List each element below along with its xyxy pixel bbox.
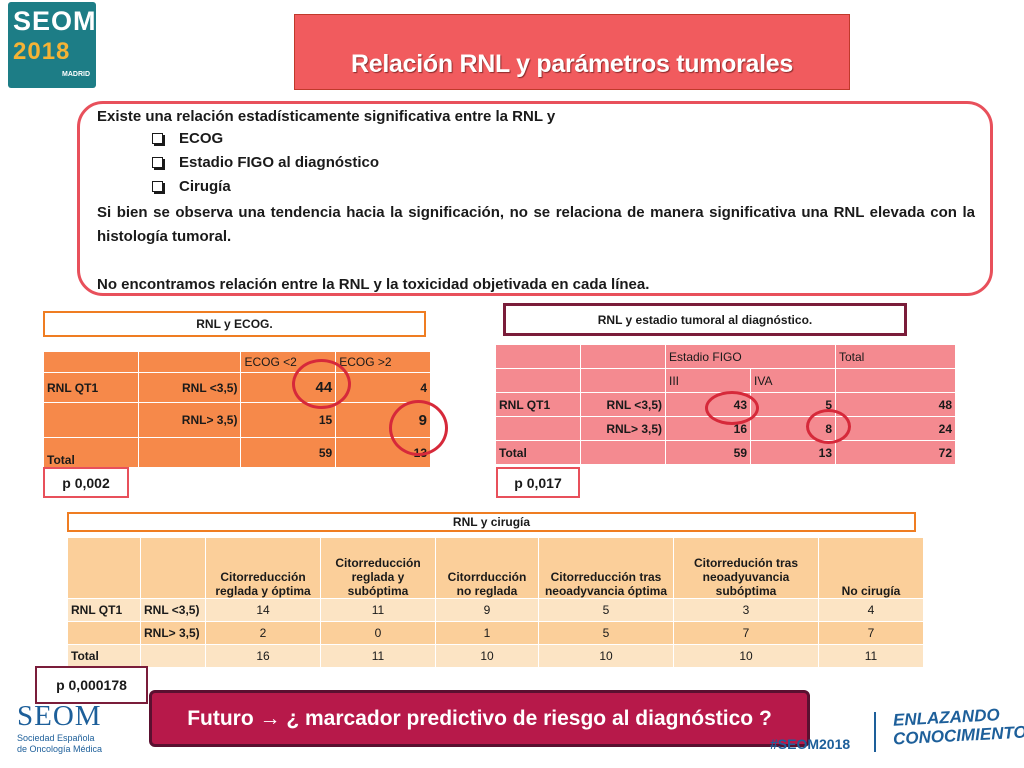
table-cell: 7 bbox=[673, 621, 819, 645]
table-row: Total 59 13 bbox=[43, 437, 431, 468]
total-label: Total bbox=[495, 440, 581, 465]
table-row: RNL> 3,5) 2 0 1 5 7 7 bbox=[67, 621, 924, 645]
table-cell: 5 bbox=[538, 621, 674, 645]
conclusion-banner: Futuro → ¿ marcador predictivo de riesgo… bbox=[149, 690, 810, 747]
table-row: Estadio FIGO Total bbox=[495, 344, 956, 369]
highlight-circle bbox=[389, 400, 448, 456]
summary-intro: Existe una relación estadísticamente sig… bbox=[97, 108, 556, 125]
seom-2018-logo: SEOM 2018 MADRID bbox=[0, 0, 130, 110]
table-cell: 48 bbox=[835, 392, 956, 417]
column-subheader: IVA bbox=[750, 368, 836, 393]
row-group-label: RNL QT1 bbox=[43, 372, 139, 403]
total-cell: 11 bbox=[818, 644, 924, 668]
table-row: RNL QT1 RNL <3,5) 44 4 bbox=[43, 372, 431, 403]
table-cell: 24 bbox=[835, 416, 956, 441]
table-cell: 5 bbox=[538, 598, 674, 622]
summary-box: Existe una relación estadísticamente sig… bbox=[77, 101, 993, 296]
seom-footer-subtitle: de Oncología Médica bbox=[17, 744, 103, 754]
cirugia-table: Citorreducción reglada y óptima Citorred… bbox=[67, 537, 924, 668]
summary-paragraph-histology: Si bien se observa una tendencia hacia l… bbox=[97, 204, 975, 245]
logo-text-year: 2018 bbox=[13, 38, 71, 65]
table-row: Citorreducción reglada y óptima Citorred… bbox=[67, 537, 924, 599]
highlight-circle bbox=[705, 391, 759, 425]
highlight-circle bbox=[806, 409, 851, 444]
figo-caption: RNL y estadio tumoral al diagnóstico. bbox=[503, 303, 907, 336]
total-cell: 72 bbox=[835, 440, 956, 465]
ecog-p-value: p 0,002 bbox=[43, 467, 129, 498]
table-row: III IVA bbox=[495, 368, 956, 393]
column-header: Total bbox=[835, 344, 956, 369]
seom-footer-subtitle: Sociedad Española bbox=[17, 733, 95, 743]
logo-background bbox=[8, 2, 96, 88]
total-cell: 59 bbox=[240, 437, 337, 468]
table-cell: 0 bbox=[320, 621, 436, 645]
table-cell: 16 bbox=[665, 416, 751, 441]
row-label: RNL <3,5) bbox=[137, 372, 242, 403]
table-row: RNL QT1 RNL <3,5) 14 11 9 5 3 4 bbox=[67, 598, 924, 622]
summary-bullet: ECOG bbox=[152, 130, 223, 147]
table-cell: 1 bbox=[435, 621, 539, 645]
event-hashtag: #SEOM2018 bbox=[770, 736, 851, 752]
column-header: Estadio FIGO bbox=[665, 344, 836, 369]
column-header: Citorredución tras neoadyuvancia subópti… bbox=[673, 537, 819, 599]
total-cell: 16 bbox=[205, 644, 321, 668]
ecog-caption: RNL y ECOG. bbox=[43, 311, 426, 337]
table-cell: 2 bbox=[205, 621, 321, 645]
column-header: ECOG >2 bbox=[335, 351, 431, 373]
total-cell: 10 bbox=[673, 644, 819, 668]
figo-p-value: p 0,017 bbox=[496, 467, 580, 498]
table-row: Total 59 13 72 bbox=[495, 440, 956, 465]
logo-text-city: MADRID bbox=[62, 71, 90, 78]
figo-table: Estadio FIGO Total III IVA RNL QT1 RNL <… bbox=[495, 344, 956, 465]
table-row: Total 16 11 10 10 10 11 bbox=[67, 644, 924, 668]
bullet-text: Cirugía bbox=[179, 178, 231, 195]
row-group-label: RNL QT1 bbox=[67, 598, 141, 622]
checkbox-bullet-icon bbox=[152, 133, 163, 144]
cirugia-p-value: p 0,000178 bbox=[35, 666, 148, 704]
logo-text-seom: SEOM bbox=[13, 6, 97, 36]
bullet-text: Estadio FIGO al diagnóstico bbox=[179, 154, 380, 171]
total-cell: 10 bbox=[538, 644, 674, 668]
footer-divider bbox=[874, 712, 876, 752]
seom-footer-logo: SEOM bbox=[17, 700, 102, 732]
row-label: RNL <3,5) bbox=[140, 598, 206, 622]
table-row: RNL> 3,5) 15 9 bbox=[43, 402, 431, 438]
summary-bullet: Cirugía bbox=[152, 178, 231, 195]
total-label: Total bbox=[43, 437, 139, 468]
table-row: ECOG <2 ECOG >2 bbox=[43, 351, 431, 373]
table-cell: 4 bbox=[818, 598, 924, 622]
table-cell: 11 bbox=[320, 598, 436, 622]
slide-title-box: Relación RNL y parámetros tumorales bbox=[294, 14, 850, 90]
total-label: Total bbox=[67, 644, 141, 668]
total-cell: 13 bbox=[750, 440, 836, 465]
ecog-table: ECOG <2 ECOG >2 RNL QT1 RNL <3,5) 44 4 R… bbox=[43, 351, 431, 468]
table-cell: 4 bbox=[335, 372, 431, 403]
row-label: RNL> 3,5) bbox=[137, 402, 242, 438]
row-label: RNL <3,5) bbox=[580, 392, 666, 417]
checkbox-bullet-icon bbox=[152, 181, 163, 192]
column-subheader: III bbox=[665, 368, 751, 393]
cirugia-caption: RNL y cirugía bbox=[67, 512, 916, 532]
summary-paragraph-toxicity: No encontramos relación entre la RNL y l… bbox=[97, 276, 650, 293]
total-cell: 11 bbox=[320, 644, 436, 668]
highlight-circle bbox=[292, 359, 351, 409]
checkbox-bullet-icon bbox=[152, 157, 163, 168]
summary-bullet: Estadio FIGO al diagnóstico bbox=[152, 154, 379, 171]
table-cell: 14 bbox=[205, 598, 321, 622]
column-header: Citorrducción no reglada bbox=[435, 537, 539, 599]
column-header: Citorreducción tras neoadyvancia óptima bbox=[538, 537, 674, 599]
row-label: RNL> 3,5) bbox=[580, 416, 666, 441]
total-cell: 10 bbox=[435, 644, 539, 668]
slide-title: Relación RNL y parámetros tumorales bbox=[351, 50, 793, 78]
column-header: No cirugía bbox=[818, 537, 924, 599]
column-header: Citorreducción reglada y óptima bbox=[205, 537, 321, 599]
column-header: Citorreducción reglada y subóptima bbox=[320, 537, 436, 599]
table-cell: 9 bbox=[435, 598, 539, 622]
total-cell: 59 bbox=[665, 440, 751, 465]
row-label: RNL> 3,5) bbox=[140, 621, 206, 645]
bullet-text: ECOG bbox=[179, 130, 224, 147]
table-cell: 7 bbox=[818, 621, 924, 645]
row-group-label: RNL QT1 bbox=[495, 392, 581, 417]
table-cell: 3 bbox=[673, 598, 819, 622]
